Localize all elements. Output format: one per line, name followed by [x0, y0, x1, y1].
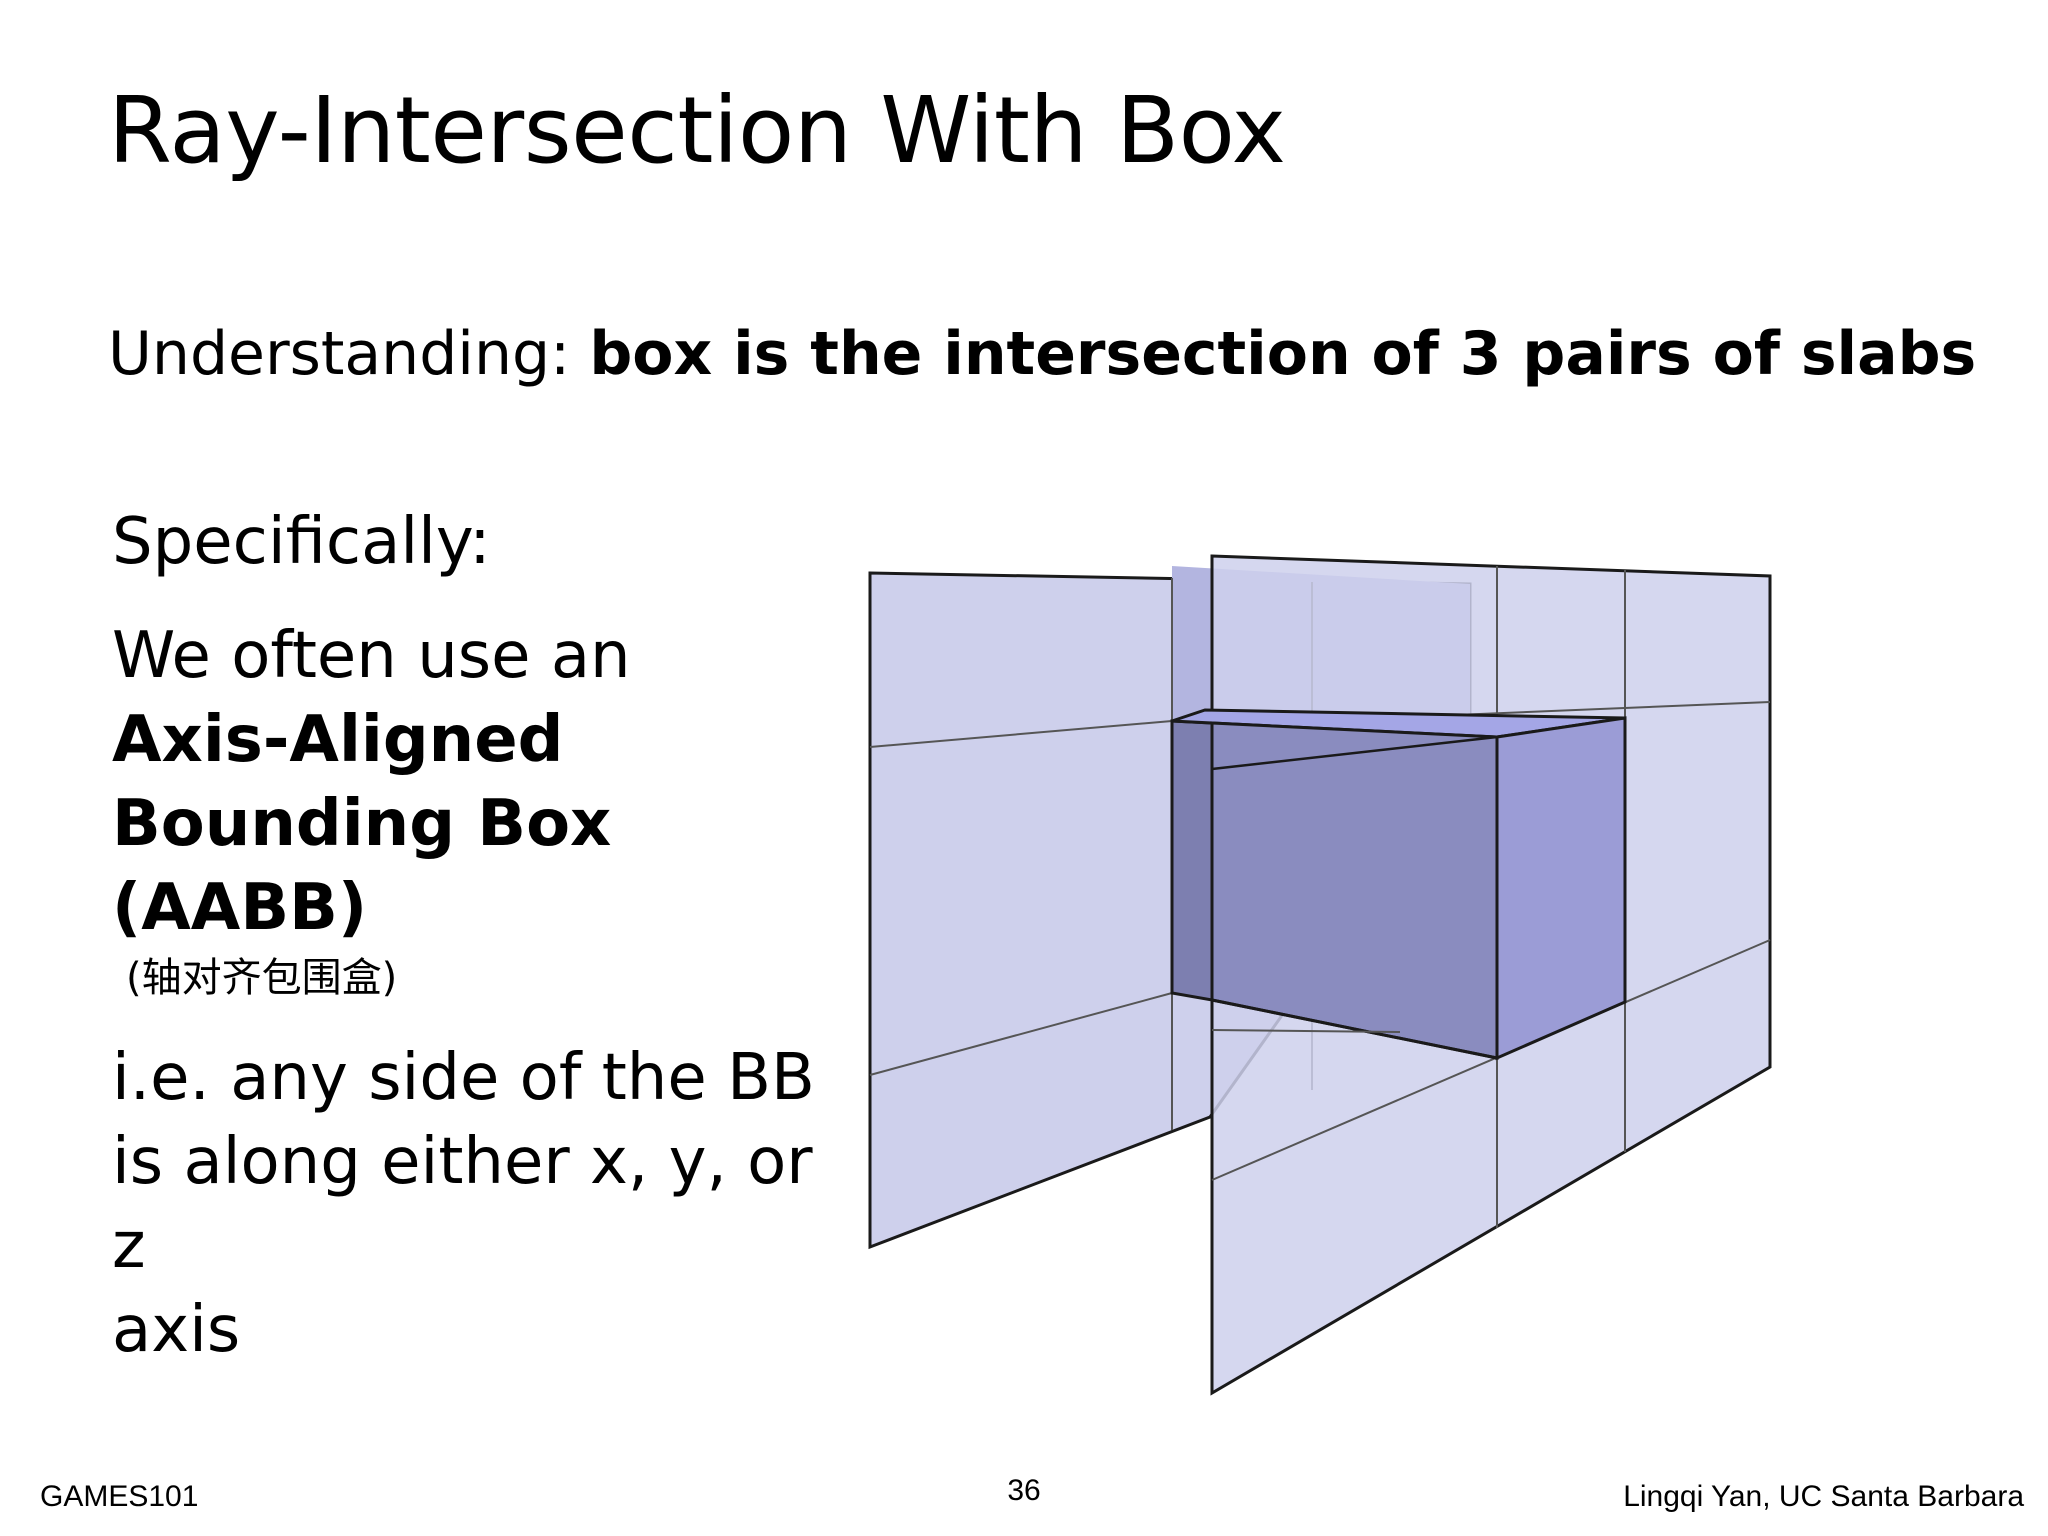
- understanding-prefix: Understanding:: [108, 319, 590, 389]
- ie-line-1: i.e. any side of the BB: [112, 1041, 815, 1115]
- back-slab-grid-h1: [869, 720, 1173, 748]
- understanding-bold-text: box is the intersection of 3 pairs of sl…: [589, 319, 1977, 389]
- use-line: We often use an: [112, 619, 631, 693]
- specifically-label: Specifically:: [112, 505, 491, 579]
- slab-lower-edge: [1211, 1029, 1401, 1033]
- understanding-line: Understanding: box is the intersection o…: [108, 318, 1976, 390]
- aabb-line-1: Axis-Aligned: [112, 703, 564, 777]
- footer-page-number: 36: [1007, 1474, 1041, 1507]
- slab-bottom-edge: [1211, 998, 1498, 1060]
- box-inner-edge: [1211, 735, 1498, 771]
- box-right-face: [1495, 716, 1627, 1061]
- ie-line-2: is along either x, y, or z: [112, 1125, 813, 1283]
- box-left-face: [1170, 719, 1214, 1002]
- body-text-block: Specifically: We often use an Axis-Align…: [112, 500, 832, 1372]
- footer-course: GAMES101: [40, 1480, 199, 1513]
- chinese-note: (轴对齐包围盒): [126, 955, 398, 1001]
- footer-author: Lingqi Yan, UC Santa Barbara: [1623, 1480, 2024, 1513]
- ie-line-3: axis: [112, 1293, 241, 1367]
- aabb-line-2: Bounding Box (AABB): [112, 787, 612, 945]
- slide-title: Ray-Intersection With Box: [108, 77, 1286, 184]
- front-slab-grid-h2: [1211, 939, 1771, 1181]
- back-slab-grid-h2: [869, 992, 1173, 1076]
